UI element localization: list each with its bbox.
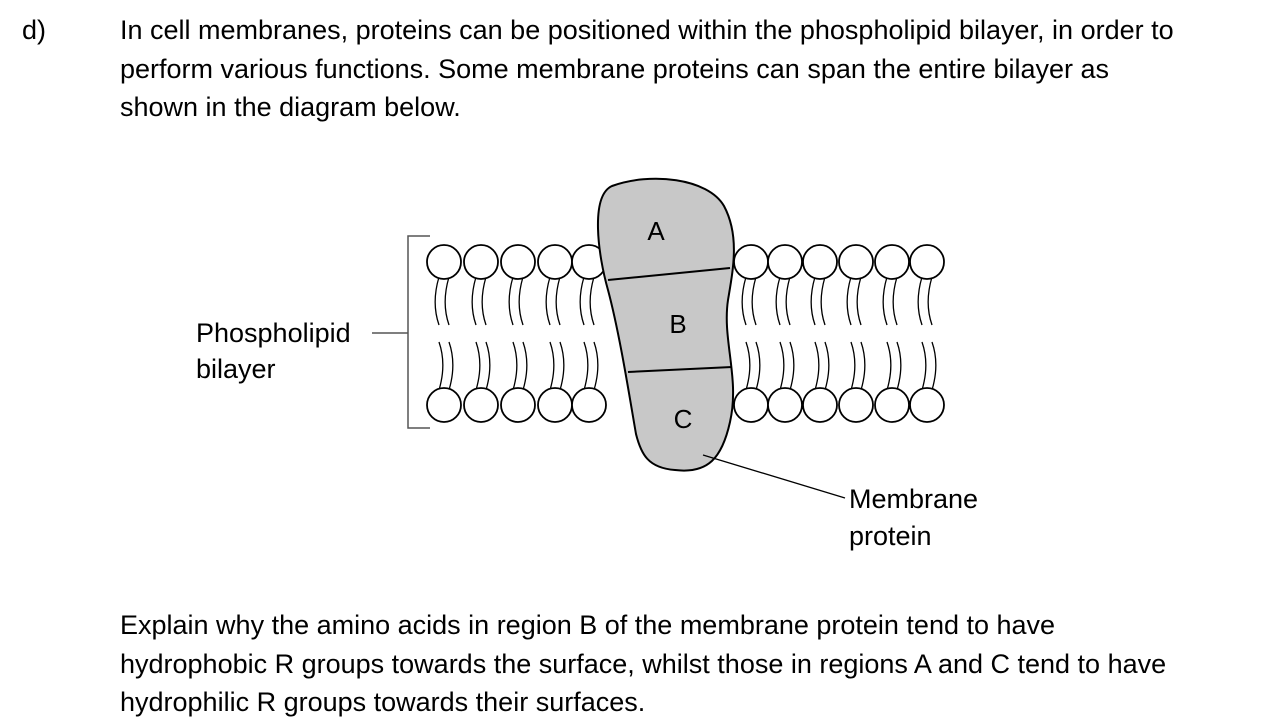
lipid-head [426,387,462,423]
lipid-head [909,387,945,423]
lipid-tail [448,341,454,391]
lipid-head [733,387,769,423]
lipid-head [463,387,499,423]
lipid-tail [931,341,937,391]
phospholipid-molecules [426,244,945,423]
intro-line: In cell membranes, proteins can be posit… [120,15,1174,45]
lipid-tail [810,276,816,326]
lipid-tail [755,341,761,391]
prompt-line: hydrophilic R groups towards their surfa… [120,687,646,717]
lipid-head [767,244,803,280]
lipid-tail [559,341,565,391]
lipid-tail [471,276,477,326]
lipid-tail [927,276,933,326]
protein-leader-line [702,454,846,499]
lipid-head [874,244,910,280]
lipid-tail [751,276,757,326]
lipid-tail [549,341,555,391]
question-intro: In cell membranes, proteins can be posit… [120,11,1280,127]
bilayer-label: Phospholipid bilayer [196,318,358,384]
lipid-tail [892,276,898,326]
bilayer-bracket [407,235,430,429]
lipid-tail [583,341,589,391]
lipid-tail [779,341,785,391]
question-label: d) [22,15,47,45]
protein-body [596,177,735,472]
lipid-head [767,387,803,423]
intro-line: perform various functions. Some membrane… [120,53,1109,84]
lipid-tail [512,341,518,391]
lipid-head [838,244,874,280]
lipid-head [537,387,573,423]
lipid-tail [785,276,791,326]
lipid-tail [593,341,599,391]
lipid-tail [485,341,491,391]
lipid-tail [824,341,830,391]
intro-line: shown in the diagram below. [120,92,461,122]
lipid-tail [921,341,927,391]
lipid-tail [589,276,595,326]
lipid-tail [775,276,781,326]
question-prompt: Explain why the amino acids in region B … [120,606,1280,722]
lipid-tail [789,341,795,391]
region-divider-ab [607,267,731,281]
lipid-head [733,244,769,280]
lipid-tail [481,276,487,326]
region-label-b: B [669,309,686,339]
lipid-tail [522,341,528,391]
lipid-tail [882,276,888,326]
lipid-head [571,387,607,423]
lipid-head [802,387,838,423]
lipid-tail [444,276,450,326]
lipid-head [426,244,462,280]
lipid-tail [545,276,551,326]
bilayer-label-line: bilayer [196,354,276,384]
protein-label-line: protein [849,521,932,551]
lipid-tail [896,341,902,391]
lipid-head [802,244,838,280]
membrane-protein: A B C [596,177,735,472]
lipid-tail [886,341,892,391]
lipid-head [838,387,874,423]
lipid-tail [434,276,440,326]
lipid-tail [508,276,514,326]
lipid-tail [814,341,820,391]
lipid-tail [475,341,481,391]
lipid-tail [917,276,923,326]
lipid-tail [579,276,585,326]
lipid-head [537,244,573,280]
lipid-tail [860,341,866,391]
prompt-line: Explain why the amino acids in region B … [120,610,1056,640]
lipid-head [874,387,910,423]
prompt-line: hydrophobic R groups towards the surface… [120,648,1167,679]
lipid-head [463,244,499,280]
lipid-tail [850,341,856,391]
region-label-c: C [674,404,693,434]
lipid-head [500,387,536,423]
lipid-tail [820,276,826,326]
lipid-tail [518,276,524,326]
lipid-tail [745,341,751,391]
protein-label: Membrane protein [849,484,986,551]
region-label-a: A [647,216,665,246]
lipid-tail [741,276,747,326]
bilayer-label-line: Phospholipid [196,318,351,348]
lipid-head [500,244,536,280]
lipid-tail [438,341,444,391]
protein-label-line: Membrane [849,484,978,514]
lipid-tail [555,276,561,326]
lipid-head [909,244,945,280]
lipid-tail [846,276,852,326]
region-divider-bc [627,366,733,373]
lipid-tail [856,276,862,326]
